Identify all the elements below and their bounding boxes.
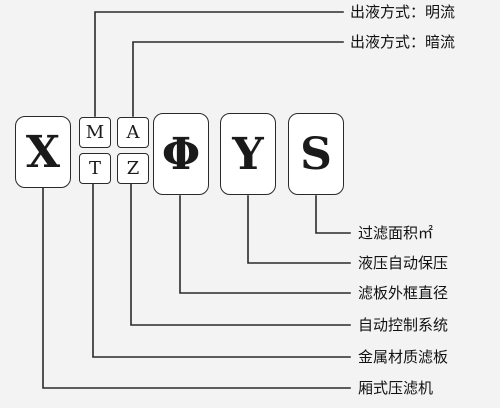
label-plate-size: 滤板外框直径 <box>358 284 449 302</box>
connector-y <box>247 195 351 264</box>
label-metal-plate: 金属材质滤板 <box>358 348 449 366</box>
box-m: M <box>79 117 111 148</box>
box-y: Y <box>220 113 276 195</box>
box-z: Z <box>117 153 149 184</box>
label-filter-area: 过滤面积㎡ <box>358 224 434 242</box>
box-phi: Φ <box>153 113 209 195</box>
label-chamber-press: 厢式压滤机 <box>358 379 434 397</box>
label-auto-control: 自动控制系统 <box>358 316 449 334</box>
connector-x <box>42 187 351 389</box>
connector-m <box>94 11 344 117</box>
connector-a <box>132 41 344 117</box>
connector-z <box>130 183 351 326</box>
label-hydraulic-hold: 液压自动保压 <box>358 254 449 272</box>
connector-t <box>92 183 351 358</box>
label-discharge-hidden: 出液方式：暗流 <box>350 33 456 51</box>
connector-s <box>315 195 351 234</box>
box-t: T <box>79 153 111 184</box>
label-discharge-open: 出液方式：明流 <box>350 3 456 21</box>
connector-phi <box>179 195 351 294</box>
box-x: X <box>15 116 71 188</box>
box-s: S <box>288 113 344 195</box>
box-a: A <box>117 117 149 148</box>
